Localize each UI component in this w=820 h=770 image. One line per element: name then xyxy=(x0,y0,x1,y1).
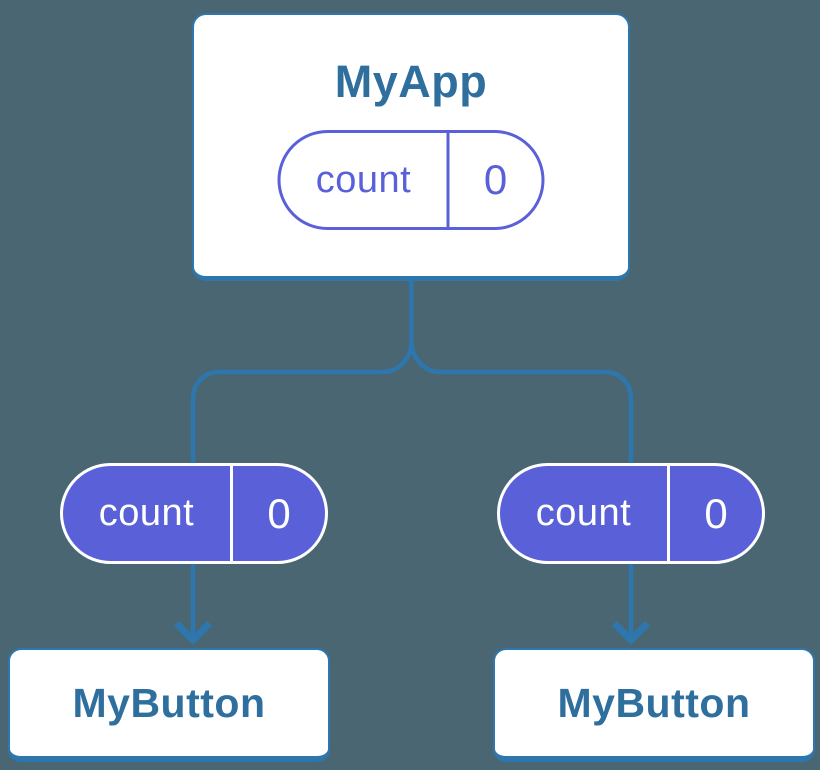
component-title: MyButton xyxy=(557,679,751,726)
left-arrow-down-icon xyxy=(174,621,212,645)
prop-pill-divider xyxy=(230,466,233,561)
component-node-myapp: MyApp count 0 xyxy=(192,13,630,281)
left-branch-line xyxy=(190,340,414,636)
prop-pill-value: 0 xyxy=(267,489,291,537)
prop-pill-value: 0 xyxy=(704,489,728,537)
prop-pill-label: count xyxy=(535,492,632,534)
prop-pill-label: count xyxy=(98,492,195,534)
state-pill-value: 0 xyxy=(483,156,508,203)
state-pill-label: count xyxy=(315,158,412,201)
right-arrow-down-icon xyxy=(612,621,650,645)
state-pill-divider xyxy=(446,133,450,227)
prop-pill-right: count 0 xyxy=(497,463,765,564)
component-title: MyButton xyxy=(72,679,266,726)
state-pill: count 0 xyxy=(277,130,545,230)
prop-pill-divider xyxy=(667,466,670,561)
component-node-mybutton-right: MyButton xyxy=(493,648,815,762)
component-title: MyApp xyxy=(334,56,488,107)
component-node-mybutton-left: MyButton xyxy=(8,648,330,762)
right-branch-line xyxy=(409,340,634,636)
prop-pill-left: count 0 xyxy=(60,463,328,564)
